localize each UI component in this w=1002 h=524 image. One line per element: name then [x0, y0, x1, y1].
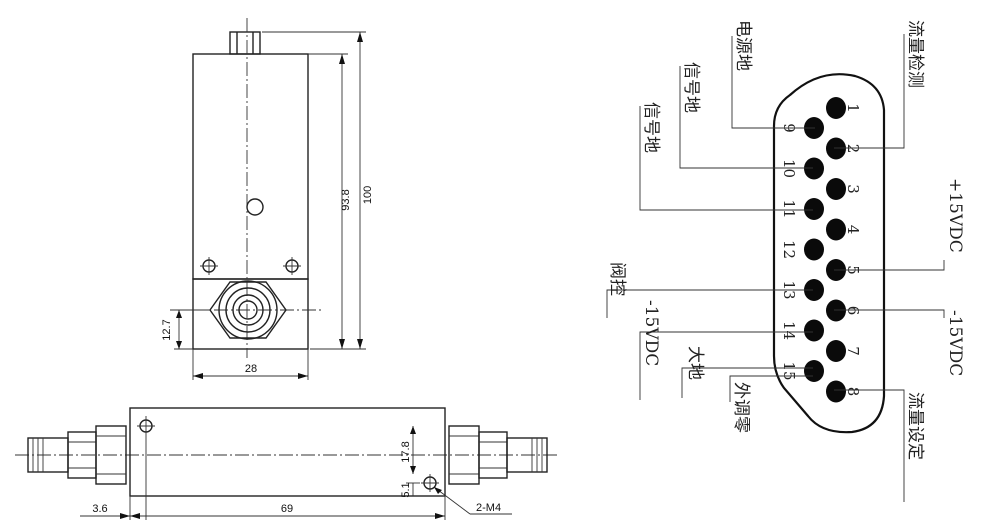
- side-hole-left: [137, 416, 155, 436]
- leader-valve-control: [606, 289, 813, 318]
- dim-port-offset: 12.7: [161, 309, 210, 350]
- dim-height-total: 100: [262, 31, 374, 350]
- width-front-value: 28: [245, 363, 257, 375]
- front-view: 100 93.8 12.7 28: [161, 18, 374, 380]
- leader-signal-ground-2: [639, 106, 813, 211]
- pin-number-3: 3: [844, 184, 862, 194]
- label-neg15vdc-right: -15VDC: [945, 310, 965, 376]
- label-external-zero: 外调零: [731, 382, 751, 433]
- pin-15: [804, 360, 824, 382]
- pin-12: [804, 238, 824, 261]
- height-body-value: 93.8: [340, 189, 352, 210]
- connector-shell: [772, 73, 886, 434]
- pin-11: [804, 198, 824, 220]
- leader-earth: [681, 367, 813, 398]
- pin-number-11: 11: [780, 199, 798, 218]
- pin-10: [804, 157, 824, 180]
- pin-8: [826, 380, 846, 403]
- pin-4: [826, 218, 846, 241]
- label-pos15vdc: +15VDC: [945, 178, 965, 253]
- pin-6: [826, 299, 846, 322]
- leader-neg15-right: [834, 309, 945, 318]
- pin-13: [804, 279, 824, 301]
- dim-hole-edge: 5.1: [400, 482, 420, 498]
- pin-number-12: 12: [780, 240, 798, 259]
- label-signal-ground-2: 信号地: [641, 102, 661, 153]
- leader-flow-setting: [834, 389, 905, 502]
- leader-power-ground: [731, 36, 815, 129]
- side-view: 17.8 5.1 2-M4 69 3.6: [15, 407, 560, 520]
- leader-signal-ground-1: [679, 66, 813, 169]
- dim-width-front: 28: [192, 349, 309, 380]
- pin-number-8: 8: [844, 387, 862, 397]
- pin-1: [826, 97, 846, 119]
- pin-number-1: 1: [844, 103, 862, 113]
- pin-number-6: 6: [844, 306, 862, 316]
- hole-spacing-value: 17.8: [400, 441, 412, 462]
- pin-number-14: 14: [780, 321, 798, 340]
- leader-lines: [606, 34, 945, 502]
- pin-7: [826, 340, 846, 362]
- screw-right: [283, 257, 301, 275]
- height-total-value: 100: [362, 186, 374, 204]
- label-earth: 大地: [685, 346, 705, 380]
- label-neg15vdc-left: -15VDC: [641, 300, 661, 366]
- thread-callout-value: 2-M4: [476, 502, 501, 514]
- leader-flow-detect: [834, 34, 905, 149]
- pin-3: [826, 178, 846, 200]
- leader-pos15: [834, 260, 945, 271]
- left-connector: [27, 425, 127, 485]
- label-signal-ground-1: 信号地: [681, 62, 701, 113]
- mount-hole: [246, 198, 264, 216]
- front-base-block: [192, 278, 309, 350]
- label-power-ground: 电源地: [733, 20, 753, 71]
- thread-callout: 2-M4: [433, 486, 512, 515]
- length-body-value: 69: [281, 503, 293, 515]
- pin-number-10: 10: [780, 159, 798, 178]
- pin-number-7: 7: [844, 346, 862, 356]
- leader-neg15-left: [639, 331, 813, 400]
- right-connector: [448, 425, 548, 485]
- pin-labels: 电源地 信号地 信号地 流量检测 +15VDC 阀控 -15VDC 大地 外调零…: [607, 20, 965, 460]
- side-hole-right: [421, 474, 439, 492]
- pin-2: [826, 137, 846, 160]
- pin-number-4: 4: [844, 225, 862, 235]
- label-flow-detect: 流量检测: [905, 20, 925, 88]
- label-flow-setting: 流量设定: [905, 392, 925, 460]
- leader-external-zero: [729, 375, 813, 402]
- pin-number-15: 15: [780, 361, 798, 380]
- dim-height-body: 93.8: [308, 53, 352, 349]
- end-offset-value: 3.6: [92, 503, 107, 515]
- side-body: [129, 407, 446, 497]
- pin-14: [804, 319, 824, 342]
- dim-end-offset: 3.6: [80, 436, 147, 520]
- screw-left: [200, 257, 218, 275]
- top-fitting: [229, 31, 261, 55]
- dim-length-body: 69: [129, 496, 446, 520]
- front-body: [192, 53, 309, 280]
- dim-hole-spacing: 17.8: [400, 426, 416, 474]
- hole-edge-value: 5.1: [400, 482, 412, 497]
- label-valve-control: 阀控: [607, 262, 627, 296]
- port-offset-value: 12.7: [161, 319, 173, 340]
- pin-number-2: 2: [844, 144, 862, 154]
